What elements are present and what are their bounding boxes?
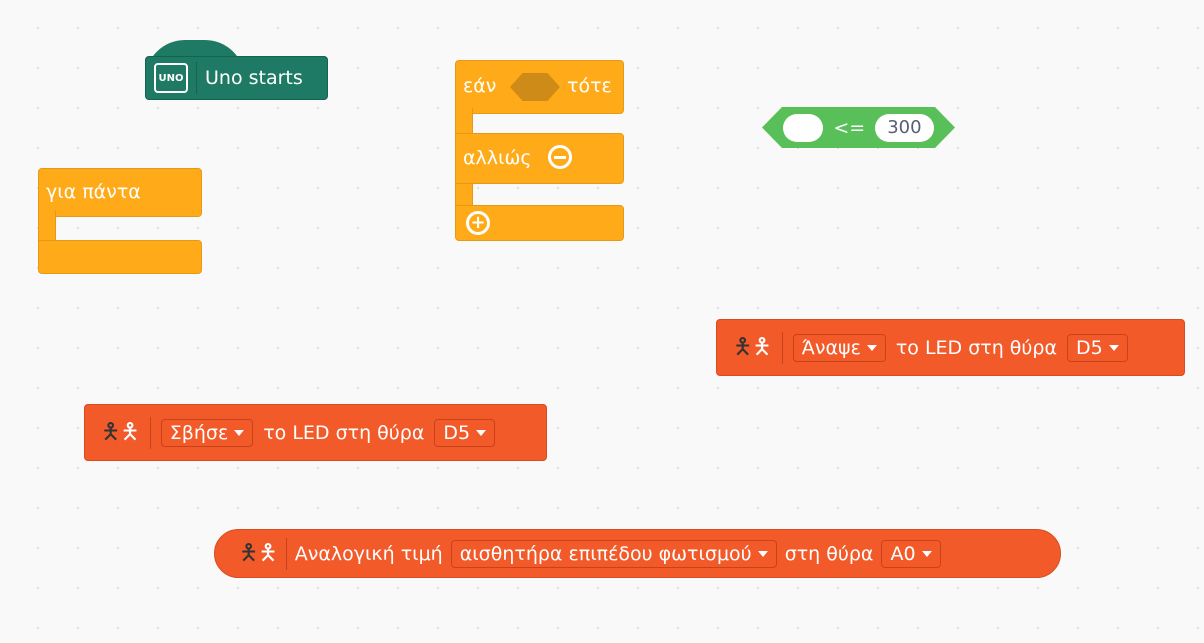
less-equal-block[interactable]: <= 300 [762,107,955,148]
port-dropdown[interactable]: A0 [881,539,941,568]
extension-figures-icon: 🯅🯅 [239,540,278,566]
forever-block[interactable] [38,168,202,217]
else-label: αλλιώς [463,147,532,169]
right-operand-input[interactable]: 300 [875,113,934,142]
remove-else-icon[interactable] [548,145,572,169]
port-dropdown[interactable]: D5 [434,418,496,447]
left-operand-input[interactable] [783,113,824,142]
sensor-dropdown[interactable]: αισθητήρα επιπέδου φωτισμού [450,539,777,568]
port-text: στη θύρα [784,542,874,565]
action-dropdown[interactable]: Άναψε [792,333,886,362]
action-dropdown[interactable]: Σβήσε [160,418,254,447]
else-arm [455,133,624,184]
extension-figures-icon: 🯅🯅 [101,419,140,445]
port-dropdown[interactable]: D5 [1067,333,1128,362]
led-text: το LED στη θύρα [263,421,425,444]
uno-board-icon: UNO [154,63,188,93]
analog-label: Αναλογική τιμή [294,542,443,565]
led-text: το LED στη θύρα [895,336,1057,359]
uno-starts-block[interactable]: UNO Uno starts [145,56,328,100]
forever-bottom [38,240,202,274]
operator-label: <= [833,116,866,139]
led-off-block[interactable]: 🯅🯅 Σβήσε το LED στη θύρα D5 [84,404,547,461]
forever-label: για πάντα [46,181,141,203]
hat-label: Uno starts [205,67,303,89]
led-on-block[interactable]: 🯅🯅 Άναψε το LED στη θύρα D5 [716,319,1185,376]
if-label: εάν [463,75,497,97]
add-else-icon[interactable]: + [466,211,490,235]
extension-figures-icon: 🯅🯅 [733,334,772,360]
analog-value-reporter[interactable]: 🯅🯅 Αναλογική τιμή αισθητήρα επιπέδου φωτ… [214,529,1061,578]
then-label: τότε [567,75,612,97]
